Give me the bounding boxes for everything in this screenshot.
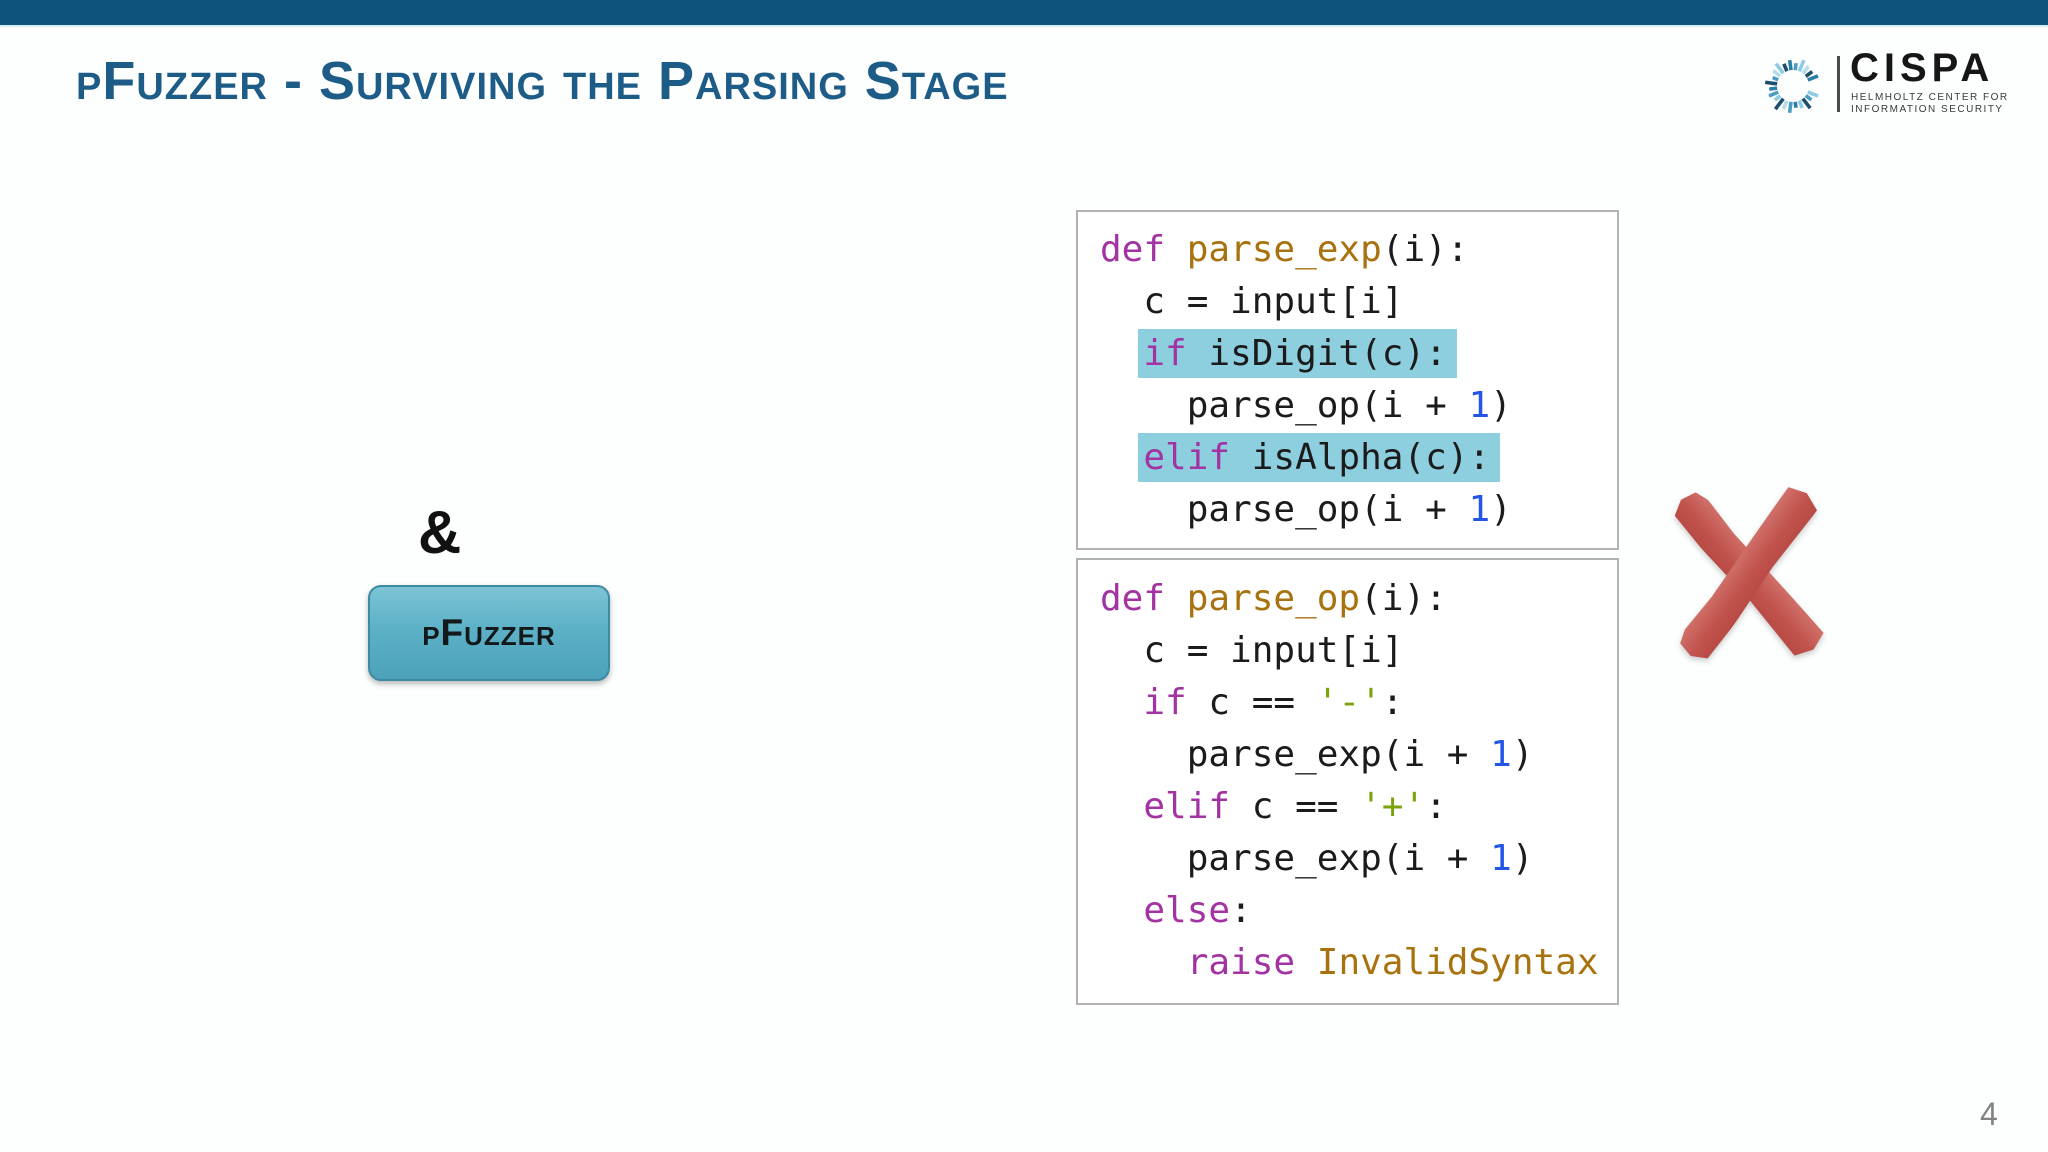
- logo-subtitle: HELMHOLTZ CENTER FOR INFORMATION SECURIT…: [1851, 92, 2009, 116]
- code-line: elif c == '+':: [1143, 786, 1447, 827]
- code-line: if isDigit(c):: [1100, 328, 1617, 380]
- code-line: parse_op(i + 1): [1186, 489, 1512, 530]
- code-line: parse_exp(i + 1): [1186, 734, 1534, 775]
- code-line: def parse_op(i):: [1100, 578, 1447, 619]
- code-line: c = input[i]: [1143, 630, 1404, 671]
- logo-subtitle-line2: INFORMATION SECURITY: [1851, 104, 2004, 115]
- top-bar: [0, 0, 2048, 27]
- ampersand-symbol: &: [418, 499, 462, 566]
- code-line: raise InvalidSyntax: [1186, 942, 1599, 983]
- code-line: c = input[i]: [1143, 281, 1404, 322]
- cispa-logo: CISPA HELMHOLTZ CENTER FOR INFORMATION S…: [1758, 46, 2018, 126]
- pfuzzer-box: pFuzzer: [368, 585, 610, 681]
- page-number: 4: [1980, 1096, 1998, 1132]
- code-line: elif isAlpha(c):: [1100, 432, 1617, 484]
- logo-subtitle-line1: HELMHOLTZ CENTER FOR: [1851, 92, 2009, 103]
- code-line: else:: [1143, 890, 1252, 931]
- pfuzzer-box-label: pFuzzer: [422, 612, 556, 653]
- slide-title: pFuzzer - Surviving the Parsing Stage: [76, 51, 1009, 111]
- code-line: parse_exp(i + 1): [1186, 838, 1534, 879]
- code-line: def parse_exp(i):: [1100, 229, 1469, 270]
- logo-divider: [1837, 56, 1840, 112]
- code-line: if c == '-':: [1143, 682, 1404, 723]
- logo-name: CISPA: [1850, 46, 1995, 90]
- ring-ticks: [1764, 59, 1819, 114]
- code-line: parse_op(i + 1): [1186, 385, 1512, 426]
- cispa-ring-icon: [1764, 59, 1819, 114]
- code-block-parse-exp: def parse_exp(i): c = input[i] if isDigi…: [1076, 210, 1619, 550]
- code-block-parse-op: def parse_op(i): c = input[i] if c == '-…: [1076, 558, 1619, 1005]
- red-cross-icon: [1672, 486, 1824, 662]
